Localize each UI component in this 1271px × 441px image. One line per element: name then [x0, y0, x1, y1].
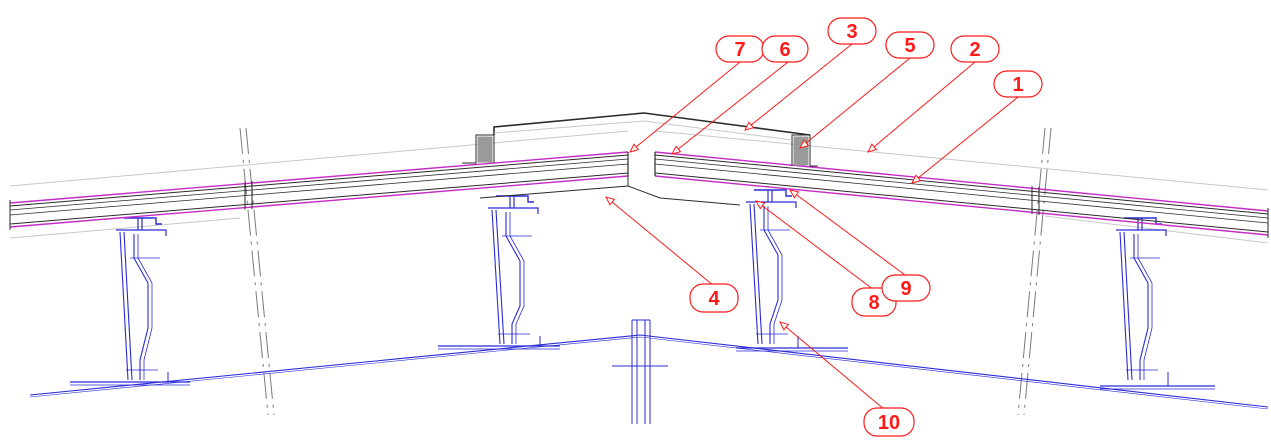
left-ridge-seal-fill — [477, 136, 493, 163]
left-panel-layer-line — [9, 175, 629, 228]
leader-9 — [789, 189, 906, 276]
grid-axis-line — [245, 127, 275, 416]
purlin-web — [119, 231, 129, 381]
leader-8 — [755, 200, 875, 291]
left-ridge-seal — [462, 134, 495, 164]
leader-arrowhead — [744, 121, 755, 131]
purlin-web — [491, 209, 501, 345]
leader-arrowhead — [755, 200, 766, 210]
steel-structure — [29, 189, 1269, 424]
purlin-clip — [124, 217, 162, 225]
leader-arrowhead — [867, 143, 878, 153]
grid-axis-line — [1017, 127, 1046, 416]
callout-bubble-9 — [881, 274, 931, 302]
left-panel-layer-line — [9, 151, 629, 204]
purlin-top-flange — [116, 229, 167, 236]
right-panel-layer-line — [654, 158, 1269, 219]
grid-axis-lines — [239, 127, 1052, 416]
leader-arrowhead — [629, 143, 640, 153]
purlin-z-profile — [763, 206, 779, 344]
purlin-z-profile — [505, 212, 521, 344]
ridge-flashing-assembly — [462, 112, 818, 167]
callout-label-8: 8 — [868, 292, 879, 314]
leader-arrowhead — [605, 196, 616, 206]
leader-3 — [744, 43, 853, 131]
purlin-web — [1123, 231, 1133, 381]
left-panel-layer-line — [9, 163, 629, 216]
purlin-web — [495, 209, 505, 345]
callout-bubble-4 — [689, 283, 739, 313]
callout-bubble-6 — [761, 35, 809, 63]
leader-arrowhead — [911, 174, 922, 184]
purlin-z-profile — [133, 234, 149, 380]
ridge-underside-line — [627, 185, 661, 199]
left-panel-layer-line — [9, 158, 629, 211]
callout-label-7: 7 — [734, 39, 745, 61]
right-panel-layer-line — [654, 175, 1269, 236]
purlin-z-profile — [1133, 234, 1149, 380]
callout-bubble-1 — [993, 70, 1043, 98]
callout-bubble-3 — [827, 17, 877, 45]
purlin-top-flange — [746, 201, 797, 208]
ridge-cap-inner-line — [493, 120, 645, 134]
callout-leader-lines — [605, 43, 1019, 411]
outline-line — [9, 217, 241, 239]
callout-label-4: 4 — [708, 288, 720, 310]
callout-label-1: 1 — [1012, 74, 1023, 96]
purlin-top-flange — [488, 207, 539, 214]
ridge-cap-inner-line — [643, 120, 793, 141]
callout-label-2: 2 — [969, 39, 980, 61]
leader-5 — [799, 57, 911, 149]
rafter-top-line — [29, 334, 1269, 408]
right-panel-layer-line — [654, 154, 1269, 215]
purlin-web — [753, 203, 763, 345]
purlin-web — [123, 231, 133, 381]
purlin-web — [749, 203, 759, 345]
purlin-z-profile — [137, 234, 153, 380]
leader-arrowhead — [788, 189, 800, 199]
callout-label-5: 5 — [904, 35, 915, 57]
leader-10 — [779, 321, 886, 411]
rafter-inner-line — [29, 336, 1269, 410]
leader-arrowhead — [671, 145, 682, 155]
leader-arrowhead — [799, 139, 810, 149]
callout-label-9: 9 — [900, 278, 911, 300]
right-ridge-seal-fill — [793, 136, 809, 166]
leader-4 — [605, 196, 715, 287]
purlin-z-profile — [767, 206, 783, 344]
ridge-underside-line — [479, 185, 629, 199]
ridge-cap-flashing — [493, 112, 811, 136]
roof-sandwich-panels — [9, 151, 1269, 238]
callout-label-3: 3 — [846, 21, 857, 43]
callout-label-10: 10 — [878, 412, 900, 434]
purlin-web — [1119, 231, 1129, 381]
left-panel-layer-line — [9, 154, 629, 207]
right-panel-layer-line — [654, 151, 1269, 212]
purlin-clip — [754, 189, 792, 197]
leader-arrowhead — [779, 321, 790, 331]
grid-axis-line — [239, 127, 269, 416]
leader-7 — [629, 61, 741, 153]
callout-label-6: 6 — [779, 39, 790, 61]
outline-line — [654, 130, 1269, 191]
outline-line — [9, 130, 629, 187]
right-panel-layer-line — [654, 163, 1269, 224]
purlin-z-profile — [509, 212, 525, 344]
leader-2 — [867, 61, 976, 153]
leader-6 — [671, 61, 789, 155]
right-panel-layer-line — [654, 172, 1269, 233]
callout-bubble-5 — [885, 31, 935, 59]
purlin-clip — [496, 195, 534, 203]
ridge-underside-line — [659, 197, 741, 206]
callout-markers: 7 6 3 5 2 1 4 89 10 — [689, 17, 1043, 437]
purlin-z-profile — [1137, 234, 1153, 380]
grid-axis-line — [1023, 127, 1052, 416]
callout-bubble-10 — [863, 407, 915, 437]
purlin-top-flange — [1116, 229, 1167, 236]
leader-1 — [911, 96, 1019, 184]
callout-bubble-2 — [950, 35, 1000, 63]
left-panel-layer-line — [9, 172, 629, 225]
